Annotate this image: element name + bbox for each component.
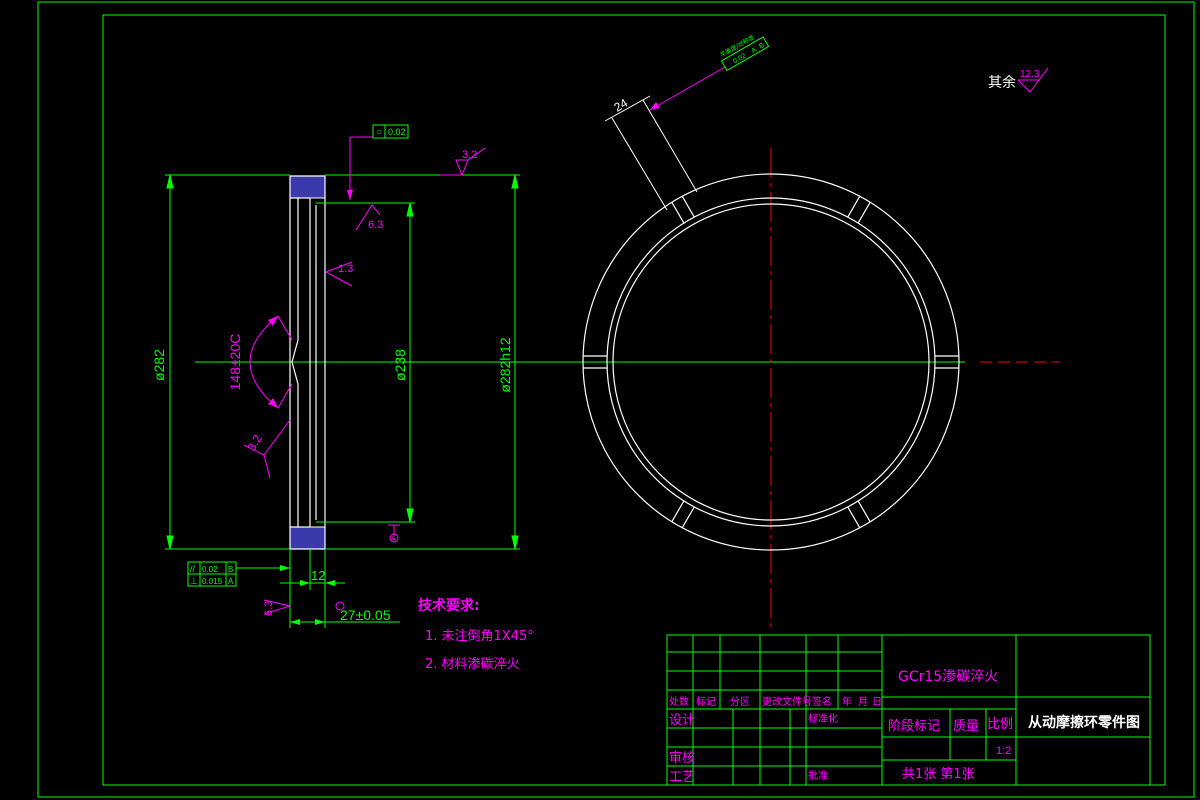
- roughness-bore-symbol: [355, 204, 381, 231]
- section-view: ø282 ø238 ø282h12 148±20C 3.2: [151, 124, 580, 628]
- roughness-top-symbol: [440, 147, 486, 176]
- tb-scale-value: 1:2: [996, 745, 1011, 757]
- slot-fcf: [720, 36, 770, 72]
- dim-angle: 148±20C: [227, 334, 243, 391]
- ring-slots: [583, 195, 959, 529]
- dim-outer-dia: ø282: [151, 349, 167, 381]
- dim-outer-left: [165, 174, 290, 550]
- roundness-fcf: [372, 124, 409, 139]
- dim-angle-arc: [249, 315, 279, 409]
- tech-note-1: 1. 未注倒角1X45°: [425, 629, 534, 644]
- dim-bore: [316, 202, 415, 523]
- tb-header-2: 标记: [696, 696, 716, 708]
- parallel-value: 0.02: [202, 565, 218, 574]
- dim-outer-fit: ø282h12: [497, 337, 513, 392]
- tb-standardize: 标准化: [808, 712, 838, 725]
- roundness-value: 0.02: [388, 127, 406, 137]
- tb-header-7: 月: [858, 696, 868, 708]
- tb-header-5: 签名: [812, 695, 832, 708]
- perp-fcf: [187, 573, 237, 587]
- slot-fcf-label: 平面度/对称度: [719, 33, 756, 59]
- tb-header-1: 处数: [669, 695, 689, 708]
- dim-slot-width: 24: [612, 96, 631, 115]
- parallel-datum: B: [228, 565, 233, 574]
- ring-outer: [582, 173, 960, 551]
- tb-scale-label: 比例: [987, 717, 1013, 732]
- datum-a-label: A: [391, 536, 396, 543]
- roughness-left-value: 6.3: [263, 601, 275, 616]
- tb-header-6: 年: [842, 695, 852, 708]
- dim-flange: 12: [311, 568, 325, 583]
- roughness-top-value: 3.2: [462, 149, 477, 161]
- ring-view: 24 0.02 A B 平面度/对称度 其余 12.3: [535, 33, 1060, 632]
- inner-frame: [102, 14, 1166, 786]
- tech-notes: 技术要求: 1. 未注倒角1X45° 2. 材料渗碳淬火: [418, 597, 534, 672]
- roughness-other-symbol: [1017, 67, 1049, 93]
- tech-notes-title: 技术要求:: [418, 597, 480, 614]
- slot-fcf-datum-b: B: [758, 42, 766, 51]
- tb-design: 设计: [669, 713, 695, 728]
- tb-stage-mark: 阶段标记: [888, 719, 940, 734]
- perp-value: 0.015: [202, 577, 223, 586]
- roughness-bore-value: 6.3: [368, 219, 383, 231]
- outer-frame: [37, 1, 1195, 798]
- tb-header-4: 更改文件号: [762, 695, 812, 708]
- tb-process: 工艺: [669, 770, 695, 785]
- dim-thickness: 27±0.05: [340, 607, 391, 623]
- ring-inner-2: [612, 203, 930, 521]
- section-hatch-top: [289, 175, 326, 199]
- roughness-inner-symbol: [324, 261, 353, 287]
- roundness-symbol: ○: [376, 127, 382, 138]
- roughness-chamfer-value: 3.2: [244, 432, 265, 454]
- section-hatch-bottom: [289, 526, 326, 550]
- title-block: [666, 634, 1151, 786]
- dim-outer-right: [325, 174, 520, 550]
- roughness-inner-value: 1.3: [338, 263, 353, 275]
- tb-sheets: 共1张 第1张: [902, 767, 975, 782]
- perp-symbol: ⊥: [190, 576, 198, 586]
- tb-material: GCr15渗碳淬火: [898, 669, 998, 685]
- tb-header-8: 日: [872, 697, 882, 708]
- slot-fcf-datum-a: A: [750, 46, 758, 55]
- ring-inner-1: [606, 197, 936, 527]
- roughness-other-value: 12.3: [1020, 69, 1040, 80]
- tb-weight: 质量: [953, 719, 979, 734]
- roughness-left-symbol: [263, 599, 292, 615]
- tb-approve: 批准: [808, 769, 828, 782]
- section-outline: [289, 175, 326, 550]
- parallel-symbol: //: [190, 564, 196, 574]
- tb-review: 审核: [669, 751, 695, 766]
- perp-datum: A: [228, 577, 234, 586]
- roughness-other-label: 其余: [988, 74, 1016, 91]
- tb-header-3: 分区: [730, 696, 750, 708]
- datum-a-circle: [389, 533, 399, 543]
- dim-bore-dia: ø238: [392, 349, 408, 381]
- tech-note-2: 2. 材料渗碳淬火: [425, 657, 520, 672]
- tb-drawing-name: 从动摩擦环零件图: [1028, 714, 1140, 731]
